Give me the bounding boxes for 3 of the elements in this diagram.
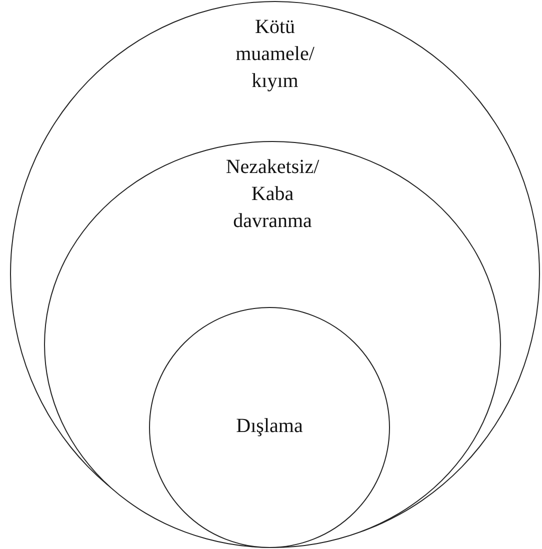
region-label: Kötü muamele/ kıyım xyxy=(234,15,316,94)
region-label: Dışlama xyxy=(235,414,304,439)
region-label: Nezaketsiz/ Kaba davranma xyxy=(224,155,320,234)
